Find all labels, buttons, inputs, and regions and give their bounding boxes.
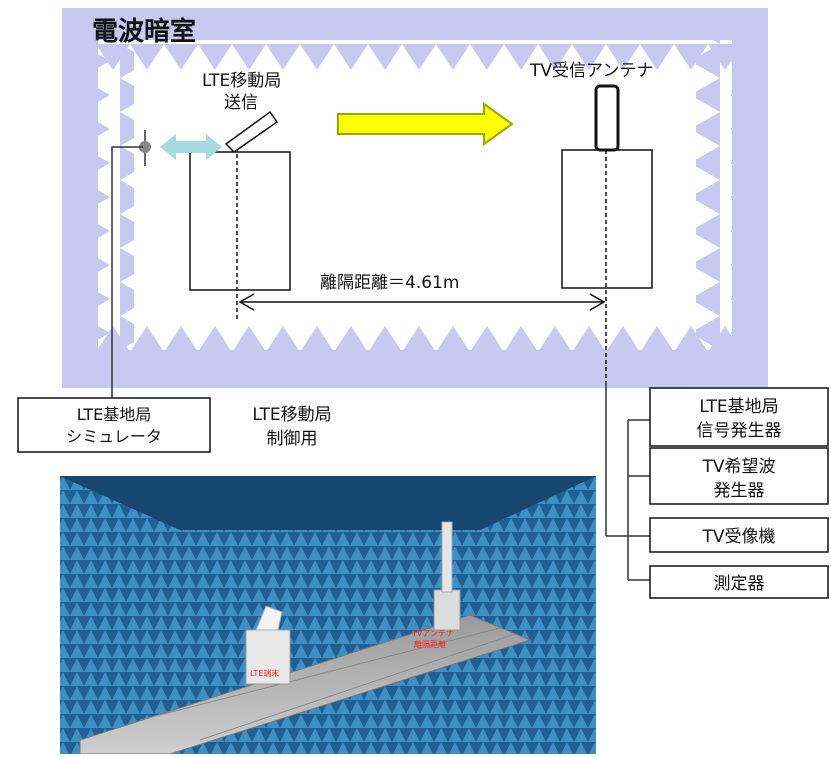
separation-label: 離隔距離＝4.61m bbox=[320, 273, 459, 293]
chamber-title: 電波暗室 bbox=[92, 16, 196, 47]
chamber-photo bbox=[60, 476, 596, 755]
photo-tv-antenna-tag-2: 離隔距離 bbox=[414, 639, 446, 649]
tv-antenna-icon bbox=[594, 84, 620, 152]
anechoic-chamber bbox=[62, 8, 768, 388]
lte-mobile-control-label-1: LTE移動局 bbox=[252, 405, 331, 425]
meter-label: 測定器 bbox=[714, 574, 765, 594]
lte-mobile-stand bbox=[189, 140, 291, 322]
lte-base-simulator-label-2: シミュレータ bbox=[66, 427, 162, 446]
cable-base-simulator bbox=[111, 146, 143, 398]
lte-mobile-label-1: LTE移動局 bbox=[202, 71, 281, 91]
signal-direction-arrow bbox=[337, 102, 514, 146]
lte-mobile-control-label-2: 制御用 bbox=[267, 429, 318, 449]
lte-base-simulator-box bbox=[17, 397, 211, 453]
tv-antenna-label: TV受信アンテナ bbox=[529, 61, 653, 81]
lte-signal-generator-label-2: 信号発生器 bbox=[697, 421, 782, 441]
lte-base-antenna-icon bbox=[139, 130, 151, 166]
photo-lte-terminal-tag: LTE端末 bbox=[250, 668, 279, 678]
tv-receiver-label: TV受像機 bbox=[701, 527, 775, 547]
lte-mobile-device bbox=[224, 110, 279, 153]
tv-desired-generator-label-2: 発生器 bbox=[714, 481, 765, 501]
bidirectional-link-arrow bbox=[160, 134, 222, 160]
meter-box bbox=[649, 565, 829, 599]
lte-signal-generator-box bbox=[649, 387, 829, 447]
photo-tv-antenna-tag-1: TVアンテナ bbox=[411, 629, 454, 638]
separation-dimension bbox=[238, 293, 606, 311]
tv-desired-generator-box bbox=[649, 447, 829, 505]
equipment-wiring bbox=[605, 382, 650, 581]
tv-desired-generator-label-1: TV希望波 bbox=[701, 457, 775, 477]
lte-signal-generator-label-1: LTE基地局 bbox=[699, 397, 778, 417]
tv-antenna-stand bbox=[561, 149, 653, 382]
lte-mobile-label-2: 送信 bbox=[224, 93, 258, 113]
tv-receiver-box bbox=[649, 517, 829, 553]
lte-base-simulator-label-1: LTE基地局 bbox=[77, 405, 152, 424]
